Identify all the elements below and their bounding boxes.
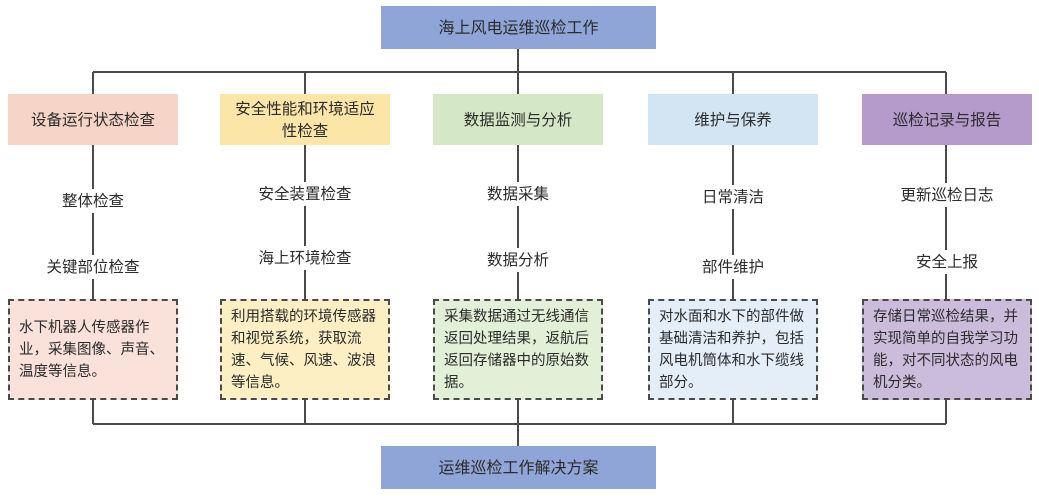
category-equipment-status: 设备运行状态检查 [8,94,178,145]
item-data-collection: 数据采集 [433,182,603,206]
item-safety-device-inspection: 安全装置检查 [220,182,390,206]
description-safety-environment: 利用搭载的环境传感器和视觉系统，获取流速、气候、风速、波浪等信息。 [220,299,390,400]
category-inspection-records: 巡检记录与报告 [862,94,1032,145]
item-daily-cleaning: 日常清洁 [648,185,818,209]
item-data-analysis: 数据分析 [433,248,603,272]
description-inspection-records: 存储日常巡检结果，并实现简单的自我学习功能，对不同状态的风电机分类。 [862,299,1032,400]
top-title: 海上风电运维巡检工作 [381,6,656,49]
item-safety-report: 安全上报 [862,250,1032,274]
description-maintenance: 对水面和水下的部件做基础清洁和养护，包括风电机筒体和水下缆线部分。 [648,299,818,400]
bottom-title: 运维巡检工作解决方案 [381,446,656,489]
description-equipment-status: 水下机器人传感器作业，采集图像、声音、温度等信息。 [8,299,178,400]
category-safety-environment: 安全性能和环境适应性检查 [220,94,390,145]
item-part-maintenance: 部件维护 [648,255,818,279]
item-overall-inspection: 整体检查 [8,189,178,213]
item-marine-environment-inspection: 海上环境检查 [220,246,390,270]
item-update-inspection-log: 更新巡检日志 [862,183,1032,207]
category-maintenance: 维护与保养 [648,94,818,145]
category-data-monitoring: 数据监测与分析 [433,94,603,145]
description-data-monitoring: 采集数据通过无线通信返回处理结果，返航后返回存储器中的原始数据。 [433,299,603,400]
item-key-part-inspection: 关键部位检查 [8,255,178,279]
